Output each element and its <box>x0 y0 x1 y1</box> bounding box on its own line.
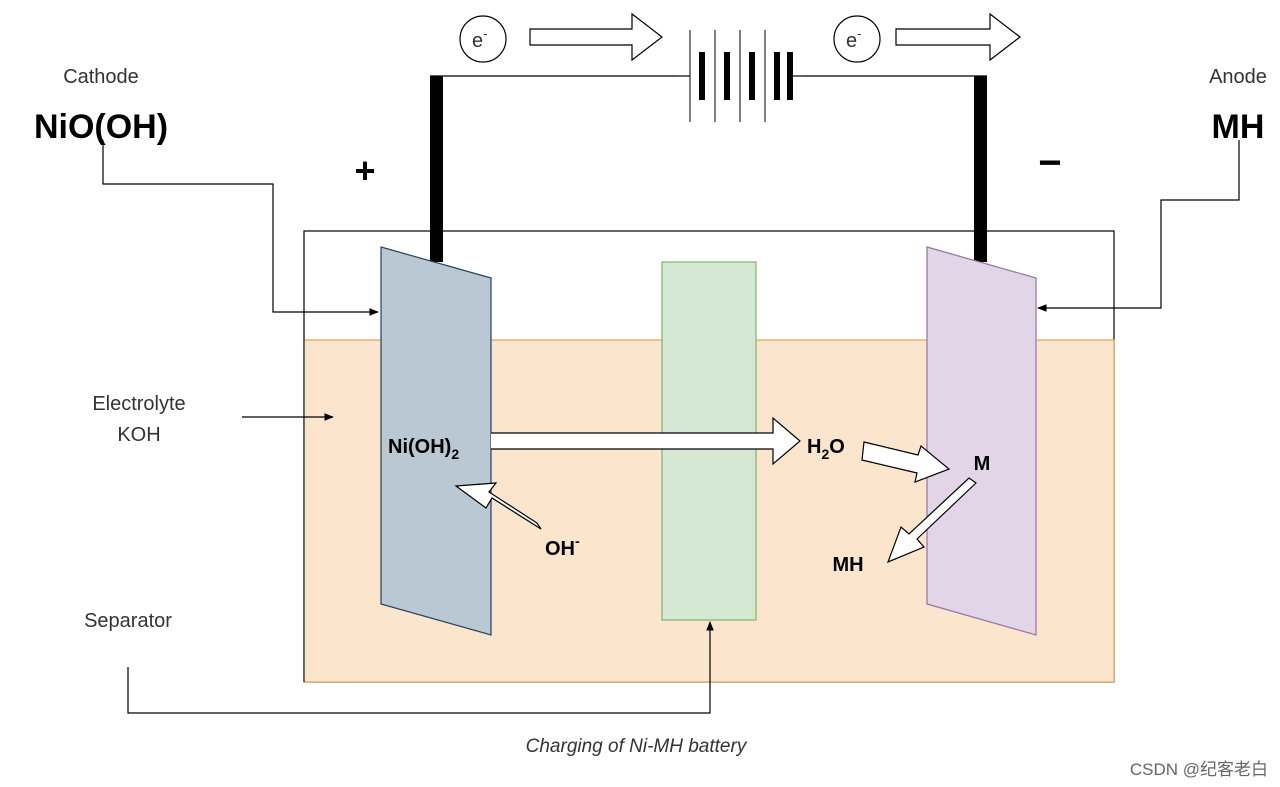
cathode-plate <box>380 246 492 636</box>
nickel-to-water-arrow <box>491 416 801 466</box>
separator-label: Separator <box>84 610 172 632</box>
svg-text:e-: e- <box>472 26 487 52</box>
anode-plate <box>926 246 1037 636</box>
watermark: CSDN @纪客老白 <box>1130 760 1268 779</box>
hydroxide-ion-label: OH- <box>545 533 580 560</box>
water-to-metal-arrow <box>861 441 951 483</box>
electron-circle-left <box>459 15 507 63</box>
water-label: H2O <box>807 436 845 462</box>
metal-hydride-label: MH <box>832 554 863 576</box>
electron-flow-arrow-left <box>529 12 663 62</box>
anode-formula: MH <box>1212 108 1265 146</box>
separator-pointer-line <box>127 621 714 714</box>
cathode-pointer-line <box>102 140 379 316</box>
cathode-formula: NiO(OH) <box>34 108 168 146</box>
nickel-hydroxide-label: Ni(OH)2 <box>388 436 459 462</box>
diagram-caption: Charging of Ni-MH battery <box>526 736 748 757</box>
anode-title: Anode <box>1209 66 1267 88</box>
hydroxide-to-nickel-arrow <box>454 482 542 530</box>
anode-terminal-wire <box>974 76 987 262</box>
metal-to-hydride-arrow <box>886 477 977 564</box>
metal-label: M <box>974 453 991 475</box>
electron-circle-right <box>833 15 881 63</box>
anode-pointer-line <box>1037 140 1240 312</box>
svg-text:e-: e- <box>846 26 861 52</box>
cathode-title: Cathode <box>63 66 139 88</box>
electrolyte-label: Electrolyte <box>92 393 185 415</box>
electrolyte-koh-label: KOH <box>117 424 160 446</box>
positive-sign: + <box>354 150 375 191</box>
negative-sign: − <box>1038 141 1061 185</box>
battery-source-icon <box>678 30 802 122</box>
electron-flow-arrow-right <box>895 12 1021 62</box>
cathode-terminal-wire <box>430 76 443 262</box>
